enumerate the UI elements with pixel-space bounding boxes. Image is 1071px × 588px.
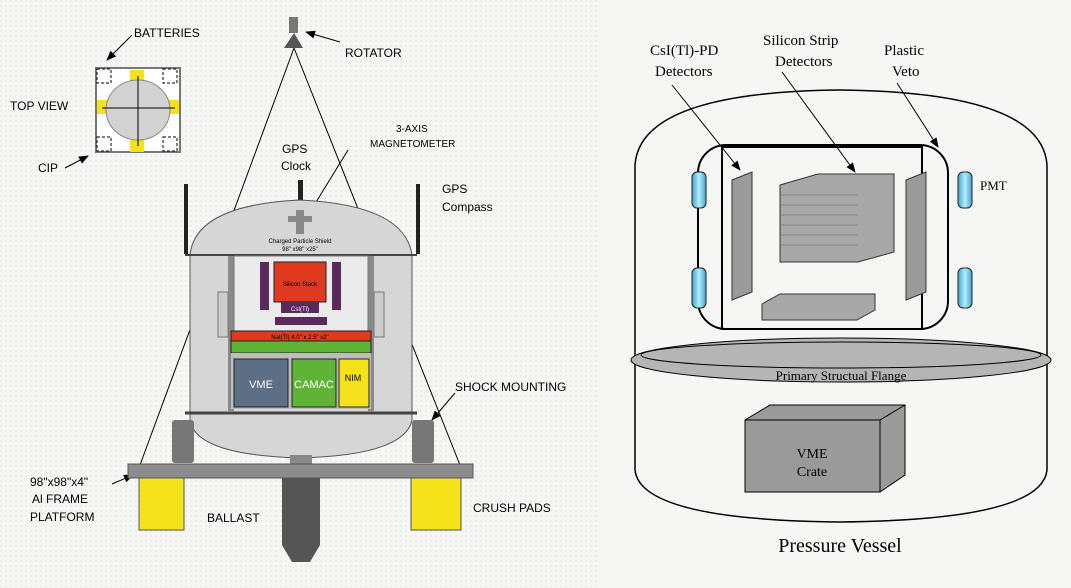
silicon-strip-detectors [779,173,895,263]
csi-detector-right [905,171,927,301]
label-crush-pads: CRUSH PADS [473,501,551,515]
label-top-view: TOP VIEW [10,99,69,113]
label-platform-line2: Al FRAME [32,492,88,506]
label-rotator: ROTATOR [345,46,402,60]
label-csi-detectors-line2: Detectors [655,64,713,80]
label-plastic-veto-line2: Veto [892,64,920,80]
label-nim: NIM [345,373,362,383]
label-shock-mounting: SHOCK MOUNTING [455,380,566,394]
label-pmt: PMT [980,178,1007,193]
label-magnetometer-line2: MAGNETOMETER [370,139,455,150]
diagram-title-pressure-vessel: Pressure Vessel [778,535,902,557]
label-camac: CAMAC [294,379,334,391]
top-view [95,67,181,153]
label-nai: NaI(Tl) 4.0" x 2.5" x2" [271,335,328,341]
vessel-outline [634,89,1048,360]
platform [127,463,474,479]
label-gps-clock: GPS [282,142,307,156]
crush-pad-left [138,477,185,531]
crush-pad-right [410,477,462,531]
vme-box [233,358,289,408]
nim-box [338,358,370,408]
rotator [289,17,298,33]
label-shield: Charged Particle Shield [268,239,331,245]
label-silicon-strip: Silicon Strip [763,33,838,49]
label-flange: Primary Structual Flange [776,368,907,383]
label-silicon-strip-line2: Detectors [775,54,833,70]
label-silicon-stack: Silicon Stack [283,282,318,288]
label-plastic-veto: Plastic [884,43,924,59]
label-vme-crate-line2: Crate [797,465,827,480]
ballast [282,478,320,562]
label-csi: CsI(Tl) [291,307,309,313]
label-shield-dims: 98" x98" x25" [282,247,318,253]
label-platform-line3: PLATFORM [30,510,94,524]
structural-flange [630,337,1052,383]
label-batteries: BATTERIES [134,26,200,40]
label-ballast: BALLAST [207,511,260,525]
label-magnetometer: 3-AXIS [396,124,428,135]
label-vme-crate: VME [796,447,827,462]
vme-crate [744,404,906,493]
pmt-group [691,171,973,309]
label-platform: 98"x98"x4" [30,475,88,489]
label-gps-compass: GPS [442,182,467,196]
label-csi-detectors: CsI(Tl)-PD [650,43,718,59]
label-gps-compass-line2: Compass [442,200,493,214]
csi-detector-left [731,171,753,301]
label-cip: CIP [38,161,58,175]
label-vme: VME [249,379,273,391]
pressure-vessel-drawing [630,71,1052,523]
label-gps-clock-line2: Clock [281,159,312,173]
gondola-drawing [64,17,474,562]
camac-box [291,358,337,408]
